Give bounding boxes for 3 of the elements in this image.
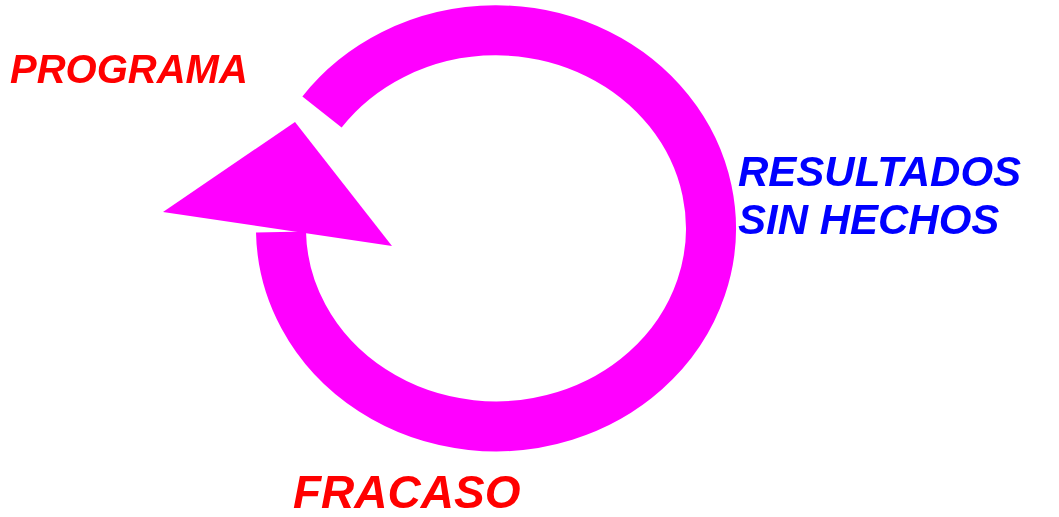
cycle-stage-label: PROGRAMA [10,46,248,92]
cycle-stage-label: RESULTADOS SIN HECHOS [738,148,1023,245]
cycle-stage-label: FRACASO [293,466,521,517]
